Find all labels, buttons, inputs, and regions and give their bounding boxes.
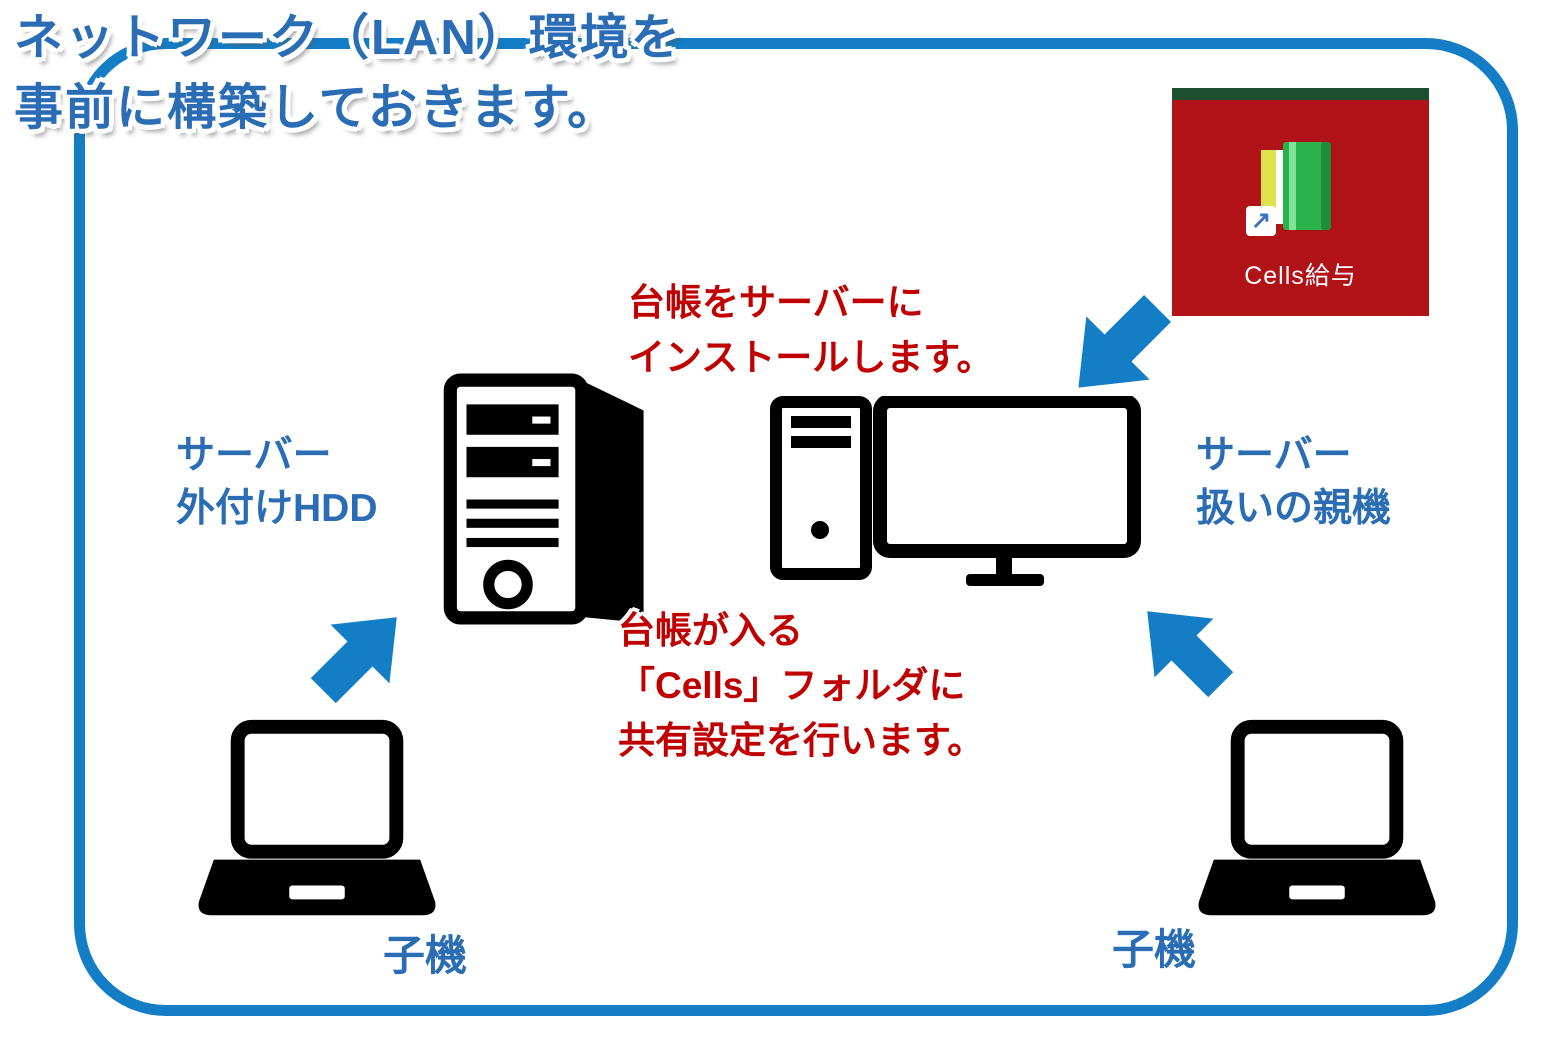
- laptop-left-icon: [198, 716, 436, 924]
- install-note-line-2: インストールします。: [628, 336, 994, 378]
- label-parent-machine-line-1: サーバー: [1196, 434, 1352, 477]
- arrow-up-right-icon: [286, 580, 433, 727]
- share-note-line-2: 「Cells」フォルダに: [618, 664, 966, 706]
- arrow-up-left-icon: [1110, 574, 1257, 721]
- cells-desktop-icon: ↗ Cells給与: [1172, 88, 1429, 316]
- shortcut-arrow-icon: ↗: [1246, 206, 1276, 236]
- install-note-line-1: 台帳をサーバーに: [628, 282, 924, 323]
- install-note: 台帳をサーバーに インストールします。: [628, 276, 994, 386]
- cells-icon-label: Cells給与: [1244, 262, 1357, 290]
- arrow-down-left-icon: [1039, 269, 1197, 427]
- page-title-line-2: 事前に構築しておきます。: [14, 80, 619, 135]
- label-server-hdd: サーバー 外付けHDD: [176, 430, 378, 535]
- share-note-line-3: 共有設定を行います。: [618, 719, 985, 761]
- label-child-left: 子機: [383, 932, 468, 979]
- share-note-line-1: 台帳が入る: [618, 610, 803, 651]
- label-child-right: 子機: [1112, 926, 1197, 973]
- label-parent-machine: サーバー 扱いの親機: [1196, 430, 1391, 535]
- page-title-line-1: ネットワーク（LAN）環境を: [14, 11, 682, 65]
- diagram-frame: [74, 38, 1518, 1016]
- server-tower-icon: [443, 370, 661, 628]
- folder-icon: [1250, 134, 1352, 238]
- page-title: ネットワーク（LAN）環境を 事前に構築しておきます。: [14, 4, 682, 143]
- label-server-hdd-line-1: サーバー: [176, 434, 332, 477]
- laptop-right-icon: [1198, 716, 1436, 924]
- desktop-pc-icon: [770, 396, 1142, 588]
- label-server-hdd-line-2: 外付けHDD: [176, 486, 378, 530]
- share-note: 台帳が入る 「Cells」フォルダに 共有設定を行います。: [618, 604, 984, 768]
- desktop-wallpaper-strip: [1172, 88, 1429, 100]
- label-parent-machine-line-2: 扱いの親機: [1196, 486, 1392, 530]
